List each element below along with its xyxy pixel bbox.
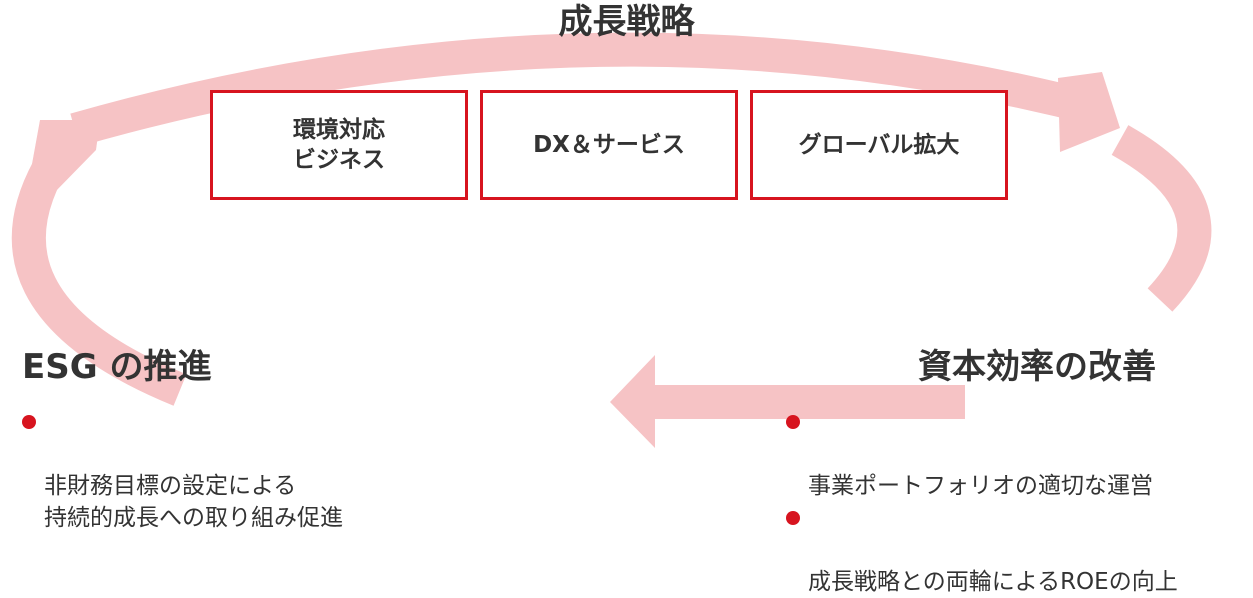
bottom-bar bbox=[645, 385, 965, 419]
box-label: グローバル拡大 bbox=[798, 132, 960, 158]
bullet-icon bbox=[786, 415, 800, 429]
left-arc bbox=[11, 140, 187, 406]
right-arrowhead bbox=[1058, 72, 1120, 152]
box-label: DX＆サービス bbox=[533, 132, 685, 158]
left-arrowhead bbox=[30, 120, 100, 195]
esg-list: 非財務目標の設定による 持続的成長への取り組み促進 bbox=[22, 406, 343, 534]
capital-efficiency-title: 資本効率の改善 bbox=[918, 347, 1156, 387]
list-item-text: 成長戦略との両輪によるROEの向上 bbox=[808, 569, 1178, 595]
list-item-text: 事業ポートフォリオの適切な運営 bbox=[808, 473, 1153, 499]
box-global-expansion: グローバル拡大 bbox=[750, 90, 1008, 200]
bottom-arrowhead bbox=[610, 355, 655, 448]
list-item: 非財務目標の設定による 持続的成長への取り組み促進 bbox=[22, 406, 343, 534]
growth-strategy-title: 成長戦略 bbox=[558, 2, 695, 42]
list-item-text: 非財務目標の設定による 持続的成長への取り組み促進 bbox=[44, 473, 343, 531]
bullet-icon bbox=[22, 415, 36, 429]
list-item: 成長戦略との両輪によるROEの向上 bbox=[786, 502, 1178, 598]
box-environment-business: 環境対応 ビジネス bbox=[210, 90, 468, 200]
box-dx-service: DX＆サービス bbox=[480, 90, 738, 200]
esg-title: ESG の推進 bbox=[22, 347, 212, 387]
box-label: 環境対応 ビジネス bbox=[293, 117, 385, 173]
capital-efficiency-list: 事業ポートフォリオの適切な運営 成長戦略との両輪によるROEの向上 bbox=[786, 406, 1178, 598]
list-item: 事業ポートフォリオの適切な運営 bbox=[786, 406, 1178, 502]
right-arc bbox=[1111, 125, 1212, 312]
bullet-icon bbox=[786, 511, 800, 525]
